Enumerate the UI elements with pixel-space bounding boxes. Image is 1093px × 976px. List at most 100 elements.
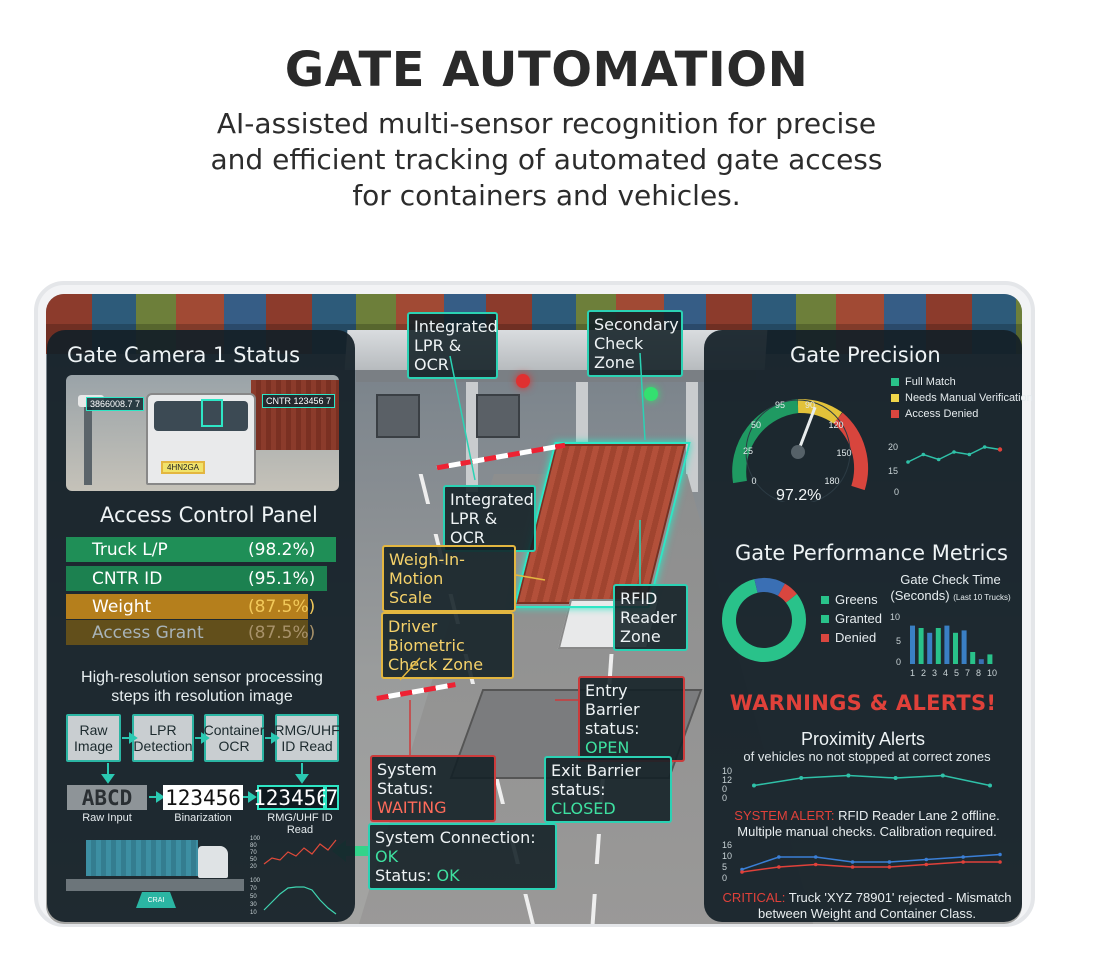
axis-tick: 0 xyxy=(896,657,901,667)
trend-point xyxy=(813,862,818,867)
callout-line: Secondary xyxy=(594,315,679,334)
bar xyxy=(987,654,993,664)
raw-input-digits: ABCD xyxy=(67,785,147,810)
subtitle-line: and efficient tracking of automated gate… xyxy=(210,143,883,176)
axis-tick: 100 xyxy=(250,878,261,884)
access-panel-title: Access Control Panel xyxy=(100,503,318,527)
subtitle-line: for containers and vehicles. xyxy=(352,179,741,212)
bar xyxy=(970,652,976,664)
spark-point xyxy=(906,460,910,464)
callout-rfid-zone: RFID Reader Zone xyxy=(613,584,688,651)
callout-line: status: OPEN xyxy=(585,719,678,757)
legend-label: Full Match xyxy=(905,376,956,388)
check-digit: 7 xyxy=(325,785,339,810)
gate-booth xyxy=(376,394,420,438)
performance-title: Gate Performance Metrics xyxy=(735,541,1008,565)
status-label: System Connection: xyxy=(375,828,536,847)
axis-tick: 80 xyxy=(250,843,257,849)
gauge-tick: 180 xyxy=(824,476,839,486)
bar xyxy=(961,630,967,664)
green-light xyxy=(644,387,658,401)
system-alert-line: SYSTEM ALERT: RFID Reader Lane 2 offline… xyxy=(704,808,1030,824)
donut-slice xyxy=(722,579,806,662)
pipeline-arrows xyxy=(101,732,309,803)
legend-label: Access Denied xyxy=(905,408,979,420)
trend-point xyxy=(740,870,744,874)
trend-point xyxy=(961,855,965,859)
legend-item: Granted xyxy=(821,611,882,626)
pipeline-rfid-read: RMG/UHF ID Read xyxy=(274,714,340,762)
access-value: (87.5%) xyxy=(248,597,316,617)
gauge-tick: 150 xyxy=(836,448,851,458)
callout-line: Check Zone xyxy=(594,334,644,372)
system-status-value: WAITING xyxy=(377,798,447,817)
access-value: (98.2%) xyxy=(248,540,316,560)
status-label: status: xyxy=(551,780,606,799)
callout-line: Driver Biometric xyxy=(388,617,465,655)
gate-check-subtitle-line: (Seconds) (Last 10 Trucks) xyxy=(888,588,1013,606)
pipeline-raw-image: Raw Image xyxy=(66,714,121,762)
critical-text: Truck 'XYZ 78901' rejected - Mismatch xyxy=(785,890,1012,905)
access-bar xyxy=(66,537,336,562)
plate-tag: 4HN2GA xyxy=(161,461,206,474)
legend-label: Granted xyxy=(835,611,882,626)
entry-barrier-status: OPEN xyxy=(585,738,630,757)
axis-tick: 5 xyxy=(896,636,901,646)
spark-point xyxy=(952,450,956,454)
pipeline-container-ocr: Container OCR xyxy=(204,714,264,762)
face-detect-box xyxy=(201,399,223,427)
gauge-arc-green xyxy=(732,399,800,484)
prox-point xyxy=(846,773,851,778)
callout-system-connection: System Connection: OK Status: OK xyxy=(368,823,557,890)
callout-line: Integrated xyxy=(450,490,534,509)
callout-driver-biometric: Driver Biometric Check Zone xyxy=(381,612,514,679)
callout-line: Entry Barrier xyxy=(585,681,640,719)
access-label: Truck L/P xyxy=(92,540,168,560)
gate-check-title-line: Gate Check Time xyxy=(900,572,1001,587)
access-row: Truck L/P (98.2%) xyxy=(66,537,336,562)
prox-point xyxy=(752,783,756,788)
callout-system-status: System Status: WAITING xyxy=(370,755,496,822)
gate-booth xyxy=(476,394,520,438)
spark-end-point xyxy=(997,447,1003,452)
gauge-value: 97.2% xyxy=(776,487,822,504)
access-value: (95.1%) xyxy=(248,569,316,589)
access-bar xyxy=(66,566,327,591)
scale-truck-cab xyxy=(198,846,228,878)
prox-point xyxy=(988,783,992,788)
axis-tick: 20 xyxy=(250,864,257,870)
axis-tick: 0 xyxy=(722,873,727,883)
camera-status-title: Gate Camera 1 Status xyxy=(67,343,301,367)
scale-base: CRAI xyxy=(136,892,176,908)
prox-point xyxy=(940,773,945,778)
camera-feed: 3866008.7 7 CNTR 123456 7 4HN2GA xyxy=(66,375,339,491)
prox-point xyxy=(799,776,804,780)
spark-point xyxy=(921,452,926,457)
axis-tick: 50 xyxy=(250,857,257,863)
axis-tick: 70 xyxy=(250,850,257,856)
feed-container xyxy=(251,380,339,450)
callout-line: LPR & OCR xyxy=(414,336,462,374)
connection-status-value: OK xyxy=(436,866,460,885)
system-alert-prefix: SYSTEM ALERT: xyxy=(734,808,835,823)
gauge-tick: 25 xyxy=(743,446,753,456)
legend-item: Full Match xyxy=(891,376,956,388)
trend-point xyxy=(924,857,929,862)
legend-item: Needs Manual Verification xyxy=(891,392,1033,404)
trend-point xyxy=(850,865,855,869)
spark-point xyxy=(967,452,972,457)
gauge-tick: 0 xyxy=(751,476,756,486)
critical-alert: CRITICAL: Truck 'XYZ 78901' rejected - M… xyxy=(704,890,1030,922)
axis-tick: 50 xyxy=(250,894,257,900)
axis-tick: 70 xyxy=(250,886,257,892)
access-bar xyxy=(66,594,308,619)
axis-tick: 0 xyxy=(894,487,899,497)
legend-swatch xyxy=(891,394,899,402)
bar xyxy=(918,628,924,664)
axis-tick: 16 xyxy=(722,840,732,850)
prox-point xyxy=(893,776,898,780)
callout-line: RFID xyxy=(620,589,658,608)
